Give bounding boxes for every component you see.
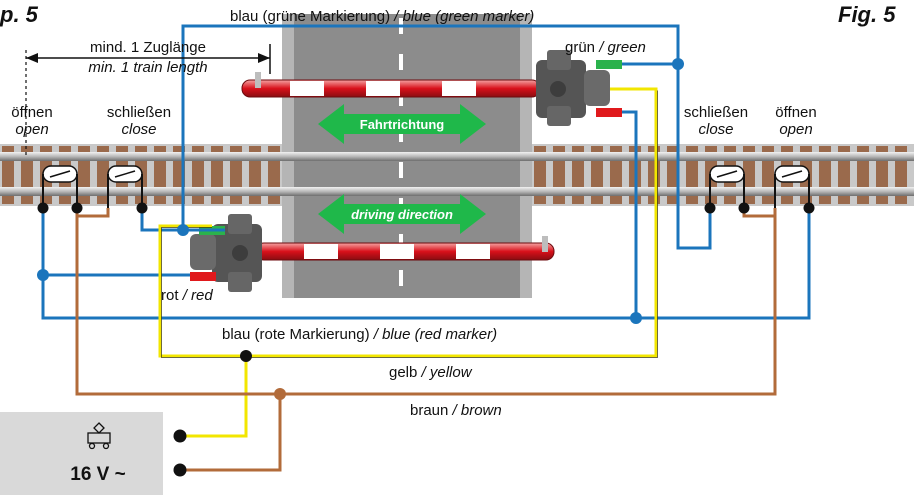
contact-right-close-de: schließen [684, 104, 748, 121]
wire-label-blue-red: blau (rote Markierung) / blue (red marke… [222, 326, 497, 343]
contact-right-close-en: close [698, 121, 733, 138]
wire-label-brown: braun / brown [410, 402, 502, 419]
red-marker-bottom [190, 272, 216, 281]
barrier-top [241, 50, 610, 126]
contact-right-open-en: open [779, 121, 812, 138]
train-length-en: min. 1 train length [88, 59, 207, 76]
direction-label-de: Fahrtrichtung [360, 117, 445, 132]
wire-yellow [158, 87, 658, 438]
direction-label-en: driving direction [351, 207, 453, 222]
figure-label-left: p. 5 [0, 2, 39, 27]
track-contact-left-open [42, 165, 78, 183]
track-contact-right-open [774, 165, 810, 183]
green-marker-label: grün / green [565, 39, 646, 56]
contact-left-close-en: close [121, 121, 156, 138]
figure-label-right: Fig. 5 [838, 2, 896, 27]
terminal-yellow [173, 429, 187, 443]
contact-left-close-de: schließen [107, 104, 171, 121]
train-length-de: mind. 1 Zuglänge [90, 39, 206, 56]
direction-arrow-top [318, 104, 486, 144]
green-marker-top [596, 60, 622, 69]
transformer-icon [87, 422, 111, 450]
terminal-brown [173, 463, 187, 477]
wire-label-yellow: gelb / yellow [389, 364, 473, 381]
barrier-bottom [190, 214, 555, 292]
contact-left-open-en: open [15, 121, 48, 138]
red-marker-label: rot / red [161, 287, 213, 304]
contact-leads [42, 174, 810, 208]
rail-bottom-crossing [282, 187, 532, 196]
direction-arrow-bottom [318, 194, 486, 234]
power-supply: 16 V ~ [0, 412, 187, 495]
track-contact-left-close [107, 165, 143, 183]
wire-blue-red [41, 110, 811, 320]
wire-blue-green [140, 24, 712, 250]
train-length-dimension [25, 44, 271, 155]
wire-label-blue-green: blau (grüne Markierung) / blue (green ma… [230, 8, 534, 25]
power-label: 16 V ~ [70, 464, 125, 485]
junction-dots [37, 58, 815, 400]
track-contact-right-close [709, 165, 745, 183]
red-marker-top [596, 108, 622, 117]
rail-top-crossing [282, 152, 532, 161]
contact-left-open-de: öffnen [11, 104, 52, 121]
contact-right-open-de: öffnen [775, 104, 816, 121]
